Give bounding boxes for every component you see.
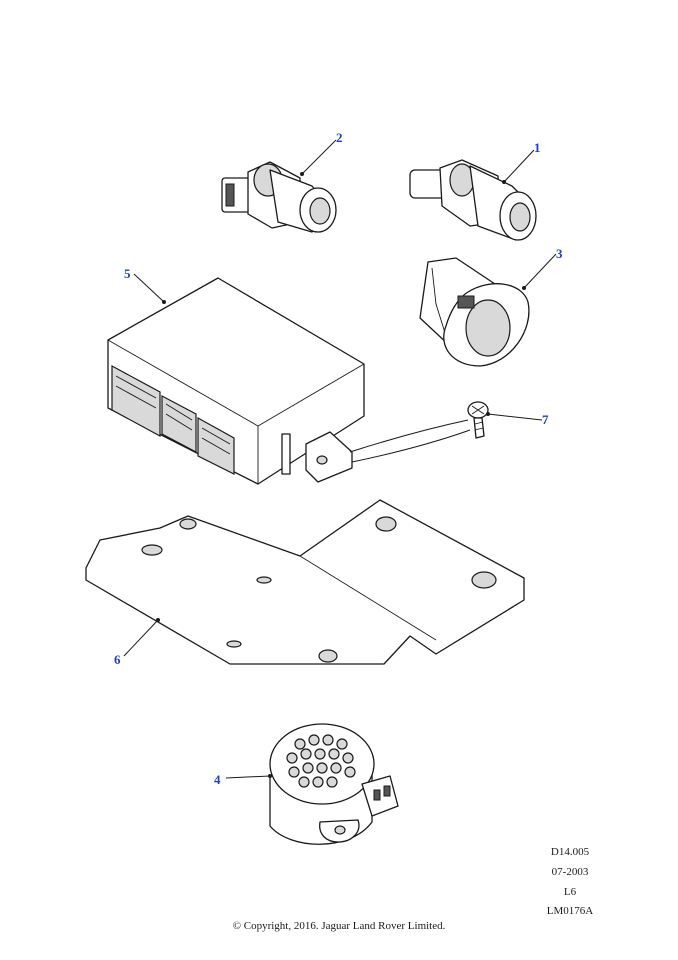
callout-2: 2 (336, 130, 343, 145)
drawing-ref: D14.005 (550, 846, 590, 858)
drawing-date: 07-2003 (551, 866, 589, 878)
callout-1: 1 (534, 140, 541, 155)
callout-7: 7 (542, 412, 549, 427)
control-module-part-5 (107, 277, 365, 485)
callout-3: 3 (556, 246, 563, 261)
sensor-bezel-part-3 (419, 257, 530, 367)
mounting-bracket-part-6 (85, 499, 525, 665)
drawing-code: L6 (563, 886, 577, 898)
copyright-notice: © Copyright, 2016. Jaguar Land Rover Lim… (232, 920, 446, 932)
parking-sensor-part-2 (221, 161, 337, 233)
sounder-part-4 (269, 723, 399, 845)
drawing-image-id: LM0176A (546, 905, 594, 917)
screw-part-7 (349, 401, 489, 463)
leader-lines (123, 139, 557, 779)
callout-5: 5 (124, 266, 131, 281)
parking-sensor-part-1 (409, 159, 537, 241)
callout-4: 4 (214, 772, 221, 787)
callout-6: 6 (114, 652, 121, 667)
